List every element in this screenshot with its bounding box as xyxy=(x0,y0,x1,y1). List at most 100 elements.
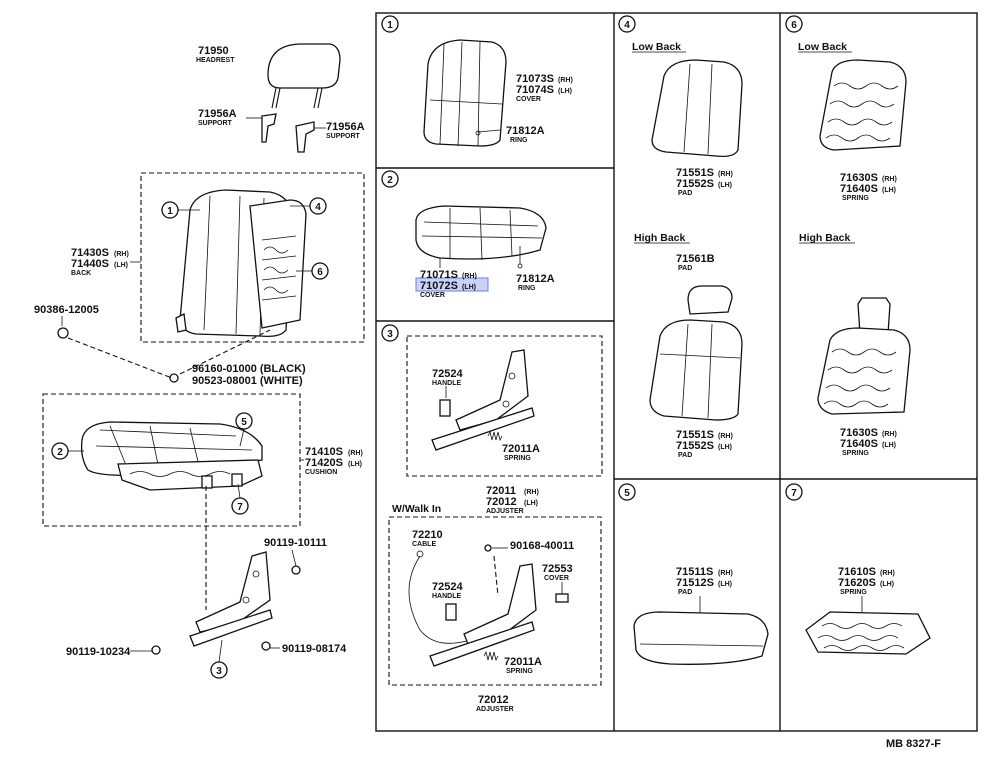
pad-head-name: PAD xyxy=(678,265,692,272)
fastener-part[interactable] xyxy=(169,373,179,383)
svg-text:3: 3 xyxy=(216,666,222,677)
clip-number: 90386-12005 xyxy=(34,304,99,316)
high-back-spring-illustration[interactable] xyxy=(817,297,911,415)
svg-text:2: 2 xyxy=(387,175,393,186)
svg-text:5: 5 xyxy=(241,417,247,428)
back-cover-illustration[interactable] xyxy=(423,39,507,147)
handle-2-number: 72524 xyxy=(432,581,463,593)
walk-in-adjuster-illustration[interactable] xyxy=(408,544,569,667)
highlight-selected-part xyxy=(415,277,489,292)
back-cover-name: COVER xyxy=(516,96,541,103)
back-cover-number-lh: 71074S xyxy=(516,84,554,96)
svg-text:(RH): (RH) xyxy=(718,171,733,178)
svg-text:(LH): (LH) xyxy=(462,284,476,291)
ring-2-name: RING xyxy=(518,285,536,292)
cable-number: 72210 xyxy=(412,529,443,541)
svg-text:4: 4 xyxy=(624,20,630,31)
svg-text:1: 1 xyxy=(387,20,393,31)
cushion-pad-illustration[interactable] xyxy=(633,611,769,665)
low-back-spring-illustration[interactable] xyxy=(819,59,907,151)
low-back-pad-illustration[interactable] xyxy=(651,59,743,158)
spring-1-name: SPRING xyxy=(504,455,531,462)
svg-text:(RH): (RH) xyxy=(348,450,363,457)
svg-text:(RH): (RH) xyxy=(882,431,897,438)
svg-text:2: 2 xyxy=(57,447,63,458)
bolt-d-number: 90168-40011 xyxy=(510,540,574,552)
cover-walk-name: COVER xyxy=(544,575,569,582)
spring-low-name: SPRING xyxy=(842,195,869,202)
support-right-number: 71956A xyxy=(326,121,365,133)
cushion-number-rh: 71410S xyxy=(305,446,343,458)
svg-text:7: 7 xyxy=(791,488,797,499)
diagram-code: MB 8327-F xyxy=(886,738,941,750)
spring-cushion-number-lh: 71620S xyxy=(838,577,876,589)
support-left-number: 71956A xyxy=(198,108,237,120)
seat-adjuster-illustration[interactable] xyxy=(151,551,301,655)
cushion-spring-illustration[interactable] xyxy=(805,611,931,655)
svg-text:(RH): (RH) xyxy=(880,570,895,577)
adjuster-box xyxy=(406,335,603,477)
pad-cushion-name: PAD xyxy=(678,589,692,596)
svg-text:3: 3 xyxy=(387,329,393,340)
spring-low-number-rh: 71630S xyxy=(840,172,878,184)
svg-text:(RH): (RH) xyxy=(718,570,733,577)
spring-2-name: SPRING xyxy=(506,668,533,675)
spring-high-number-lh: 71640S xyxy=(840,438,878,450)
ring-1-number: 71812A xyxy=(506,125,545,137)
headrest-name: HEADREST xyxy=(196,57,235,64)
back-name: BACK xyxy=(71,270,91,277)
back-cover-number-rh: 71073S xyxy=(516,73,554,85)
svg-text:1: 1 xyxy=(167,206,173,217)
walk-in-title: W/Walk In xyxy=(392,503,441,515)
svg-text:(LH): (LH) xyxy=(348,461,362,468)
pad-low-number-rh: 71551S xyxy=(676,167,714,179)
headrest-illustration[interactable] xyxy=(261,43,341,153)
spring-low-number-lh: 71640S xyxy=(840,183,878,195)
spring-cushion-name: SPRING xyxy=(840,589,867,596)
clip-part[interactable] xyxy=(57,327,69,339)
svg-text:6: 6 xyxy=(317,267,323,278)
adjuster-2-number: 72012 xyxy=(478,694,509,706)
svg-text:(RH): (RH) xyxy=(558,77,573,84)
panel-frames xyxy=(375,12,978,732)
low-back-title-4: Low Back xyxy=(632,41,681,53)
support-right-name: SUPPORT xyxy=(326,133,361,140)
pad-high-name: PAD xyxy=(678,452,692,459)
svg-text:5: 5 xyxy=(624,488,630,499)
svg-text:(LH): (LH) xyxy=(718,581,732,588)
svg-text:7: 7 xyxy=(237,502,243,513)
svg-text:(LH): (LH) xyxy=(882,187,896,194)
pad-head-number: 71561B xyxy=(676,253,715,265)
seat-cushion-illustration[interactable] xyxy=(80,421,263,491)
ring-1-name: RING xyxy=(510,137,528,144)
spring-cushion-number-rh: 71610S xyxy=(838,566,876,578)
svg-text:(LH): (LH) xyxy=(114,262,128,269)
cushion-cover-number-lh[interactable]: 71072S xyxy=(420,280,458,292)
spring-high-number-rh: 71630S xyxy=(840,427,878,439)
svg-text:6: 6 xyxy=(791,20,797,31)
seat-back-illustration[interactable] xyxy=(175,189,307,338)
spring-high-name: SPRING xyxy=(842,450,869,457)
fastener-black-text: 96160-01000 (BLACK) xyxy=(192,363,306,375)
headrest-number: 71950 xyxy=(198,45,229,57)
cushion-number-lh: 71420S xyxy=(305,457,343,469)
handle-2-name: HANDLE xyxy=(432,593,461,600)
low-back-title-6: Low Back xyxy=(798,41,847,53)
back-number-lh: 71440S xyxy=(71,258,109,270)
adjuster-2-name: ADJUSTER xyxy=(476,706,514,713)
cushion-cover-illustration[interactable] xyxy=(415,205,547,261)
support-left-name: SUPPORT xyxy=(198,120,233,127)
adjuster-rh-illustration[interactable] xyxy=(431,349,535,451)
pad-low-number-lh: 71552S xyxy=(676,178,714,190)
svg-text:(RH): (RH) xyxy=(462,273,477,280)
high-back-title-6: High Back xyxy=(799,232,851,244)
handle-1-name: HANDLE xyxy=(432,380,461,387)
svg-text:(LH): (LH) xyxy=(718,182,732,189)
walk-in-box xyxy=(388,516,602,686)
pad-high-number-rh: 71551S xyxy=(676,429,714,441)
svg-text:(LH): (LH) xyxy=(558,88,572,95)
high-back-pad-illustration[interactable] xyxy=(649,285,743,421)
cushion-name: CUSHION xyxy=(305,469,337,476)
cover-walk-number: 72553 xyxy=(542,563,573,575)
